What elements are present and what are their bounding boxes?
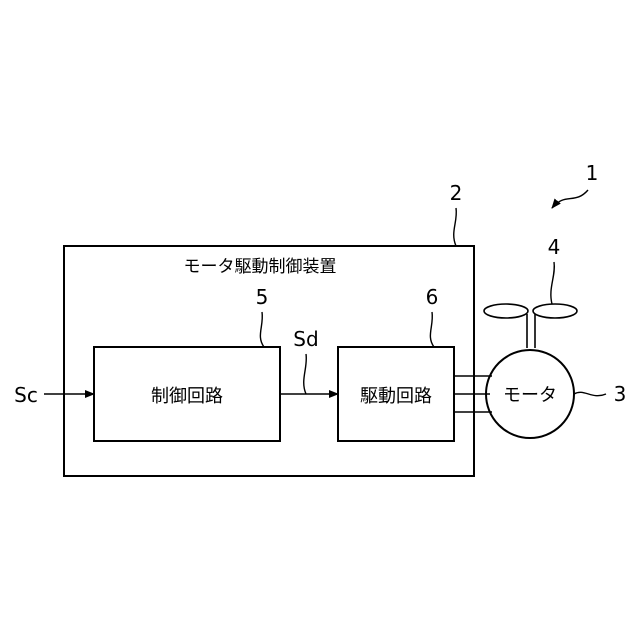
propeller-ref-leader bbox=[551, 262, 554, 304]
motor-label: モータ bbox=[503, 385, 557, 406]
propeller-ref-label: 4 bbox=[548, 235, 561, 259]
drive-signal-label: Sd bbox=[293, 327, 318, 351]
input-signal-label: Sc bbox=[14, 383, 38, 407]
system-ref-arrow bbox=[552, 190, 588, 208]
control-ref-label: 5 bbox=[256, 285, 269, 309]
control-circuit-label: 制御回路 bbox=[151, 386, 223, 407]
motor-ref-leader bbox=[574, 392, 606, 395]
control-ref-leader bbox=[260, 312, 264, 347]
system-ref-label: 1 bbox=[586, 161, 599, 185]
drive-ref-leader bbox=[430, 312, 434, 347]
device-ref-label: 2 bbox=[450, 181, 463, 205]
motor-ref-label: 3 bbox=[614, 382, 627, 406]
drive-circuit-label: 駆動回路 bbox=[360, 386, 432, 407]
drive-ref-label: 6 bbox=[426, 285, 439, 309]
drive-signal-leader bbox=[304, 354, 307, 394]
device-title: モータ駆動制御装置 bbox=[184, 257, 337, 277]
propeller-blade-right bbox=[533, 304, 577, 318]
propeller-blade-left bbox=[484, 304, 528, 318]
device-ref-leader bbox=[454, 208, 457, 246]
